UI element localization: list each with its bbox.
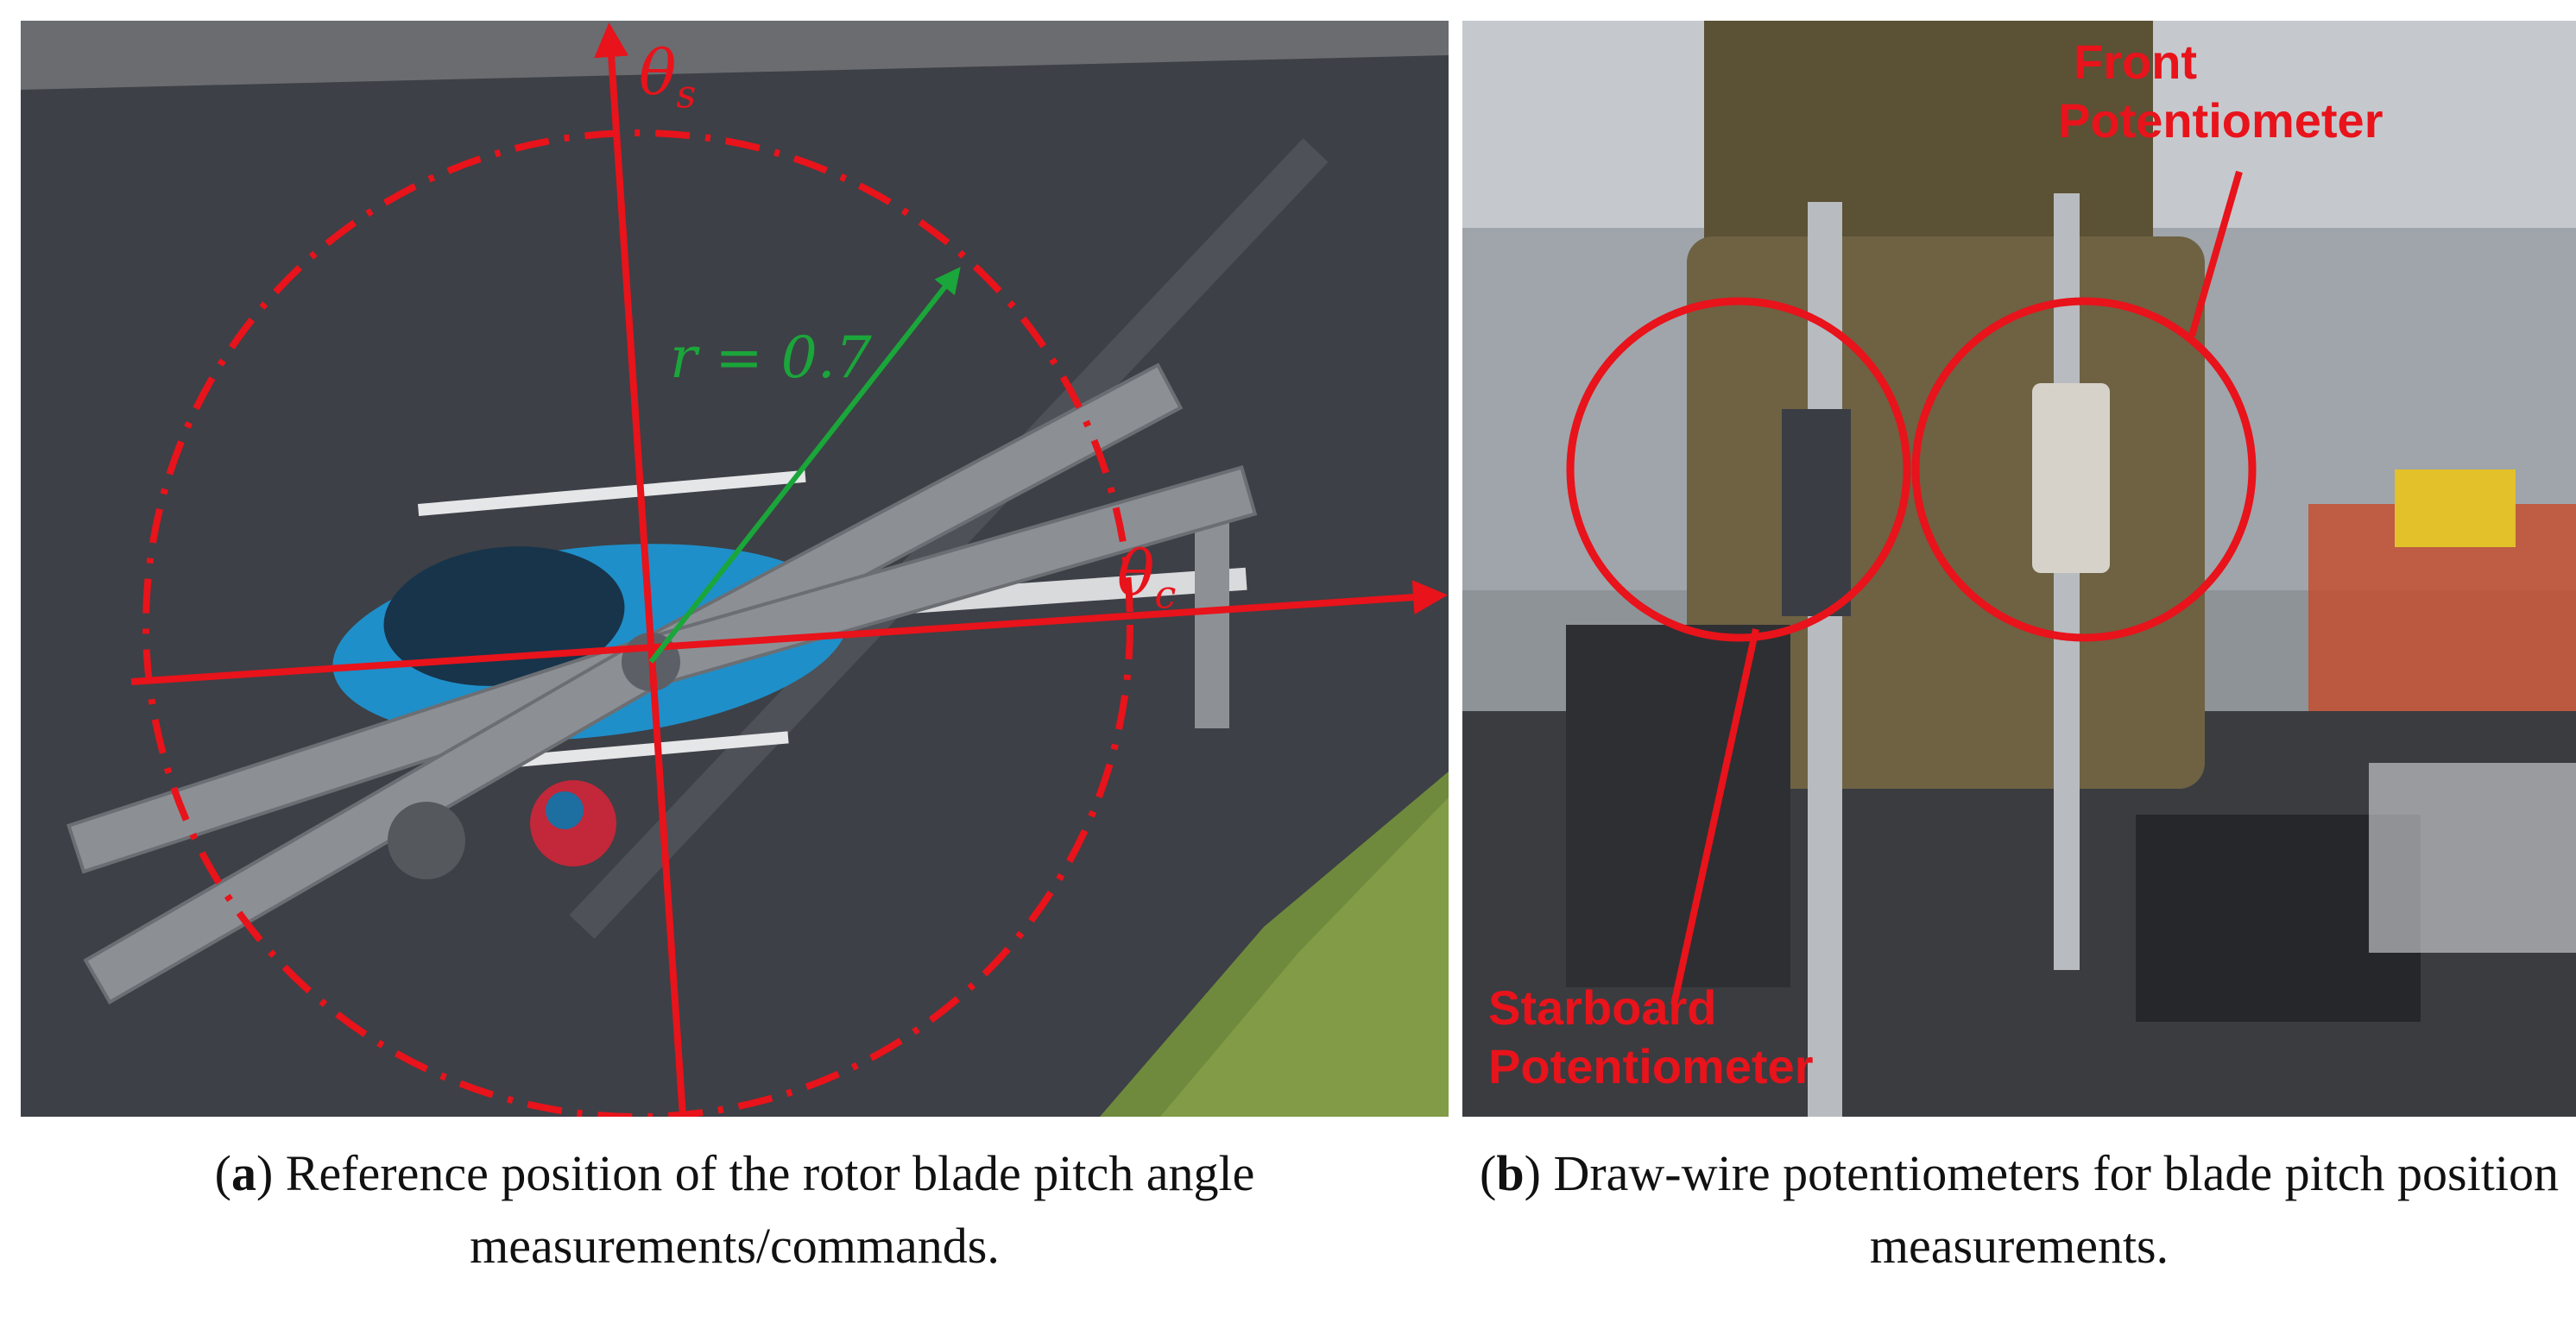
- starboard-label-line1: Starboard: [1488, 980, 1717, 1035]
- theta-s-label: θs: [639, 36, 697, 117]
- pitch-link-left: [1808, 202, 1842, 1117]
- helicopter-tail-fin: [1195, 521, 1229, 728]
- starboard-leader-line: [1670, 628, 1759, 1005]
- yellow-container: [2395, 469, 2516, 547]
- reference-circle: [142, 129, 1133, 1117]
- radius-label: r = 0.7: [670, 324, 872, 391]
- pitch-link-right: [2054, 193, 2080, 970]
- front-label-line1: Front: [2074, 35, 2198, 89]
- theta-c-label: θc: [1117, 537, 1177, 618]
- curb-strip: [21, 21, 1449, 90]
- panel-b-figure: [1462, 21, 2576, 1117]
- front-leader-line: [2188, 170, 2243, 337]
- caption-b: (b) Draw-wire potentiometers for blade p…: [1480, 1145, 2559, 1274]
- rotor-blades: [66, 362, 1258, 1005]
- cable-bundle: [2369, 763, 2576, 953]
- starboard-potentiometer-body: [1782, 409, 1851, 616]
- caption-b-tag: b: [1496, 1145, 1525, 1201]
- front-potentiometer-body: [2032, 383, 2110, 573]
- caption-a-tag: a: [230, 1145, 256, 1201]
- panel-a-aerial-photo: θs θc r = 0.7: [21, 21, 1449, 1117]
- theta-c-axis: [130, 580, 1448, 685]
- person-gray: [388, 802, 465, 879]
- person-red-helmet: [546, 791, 584, 829]
- grass-highlight: [1160, 797, 1449, 1117]
- radius-arrow: [648, 267, 961, 664]
- rig-mount-left: [1566, 625, 1790, 987]
- theta-s-axis: [594, 22, 686, 1117]
- caption-a-text: Reference position of the rotor blade pi…: [285, 1145, 1255, 1274]
- front-potentiometer-label: Front Potentiometer: [2058, 33, 2383, 150]
- starboard-highlight-circle: [1566, 297, 1911, 642]
- panel-b-test-rig-photo: Front Potentiometer Starboard Potentiome…: [1462, 21, 2576, 1117]
- starboard-label-line2: Potentiometer: [1488, 1039, 1814, 1093]
- panel-a-figure: [21, 21, 1449, 1117]
- caption-b-text: Draw-wire potentiometers for blade pitch…: [1553, 1145, 2559, 1274]
- starboard-potentiometer-label: Starboard Potentiometer: [1488, 979, 1814, 1096]
- front-label-line2: Potentiometer: [2058, 93, 2383, 148]
- caption-a: (a) Reference position of the rotor blad…: [214, 1145, 1255, 1274]
- helicopter-skid-top: [418, 469, 806, 516]
- pavement-marking: [569, 138, 1329, 939]
- front-highlight-circle: [1911, 297, 2257, 642]
